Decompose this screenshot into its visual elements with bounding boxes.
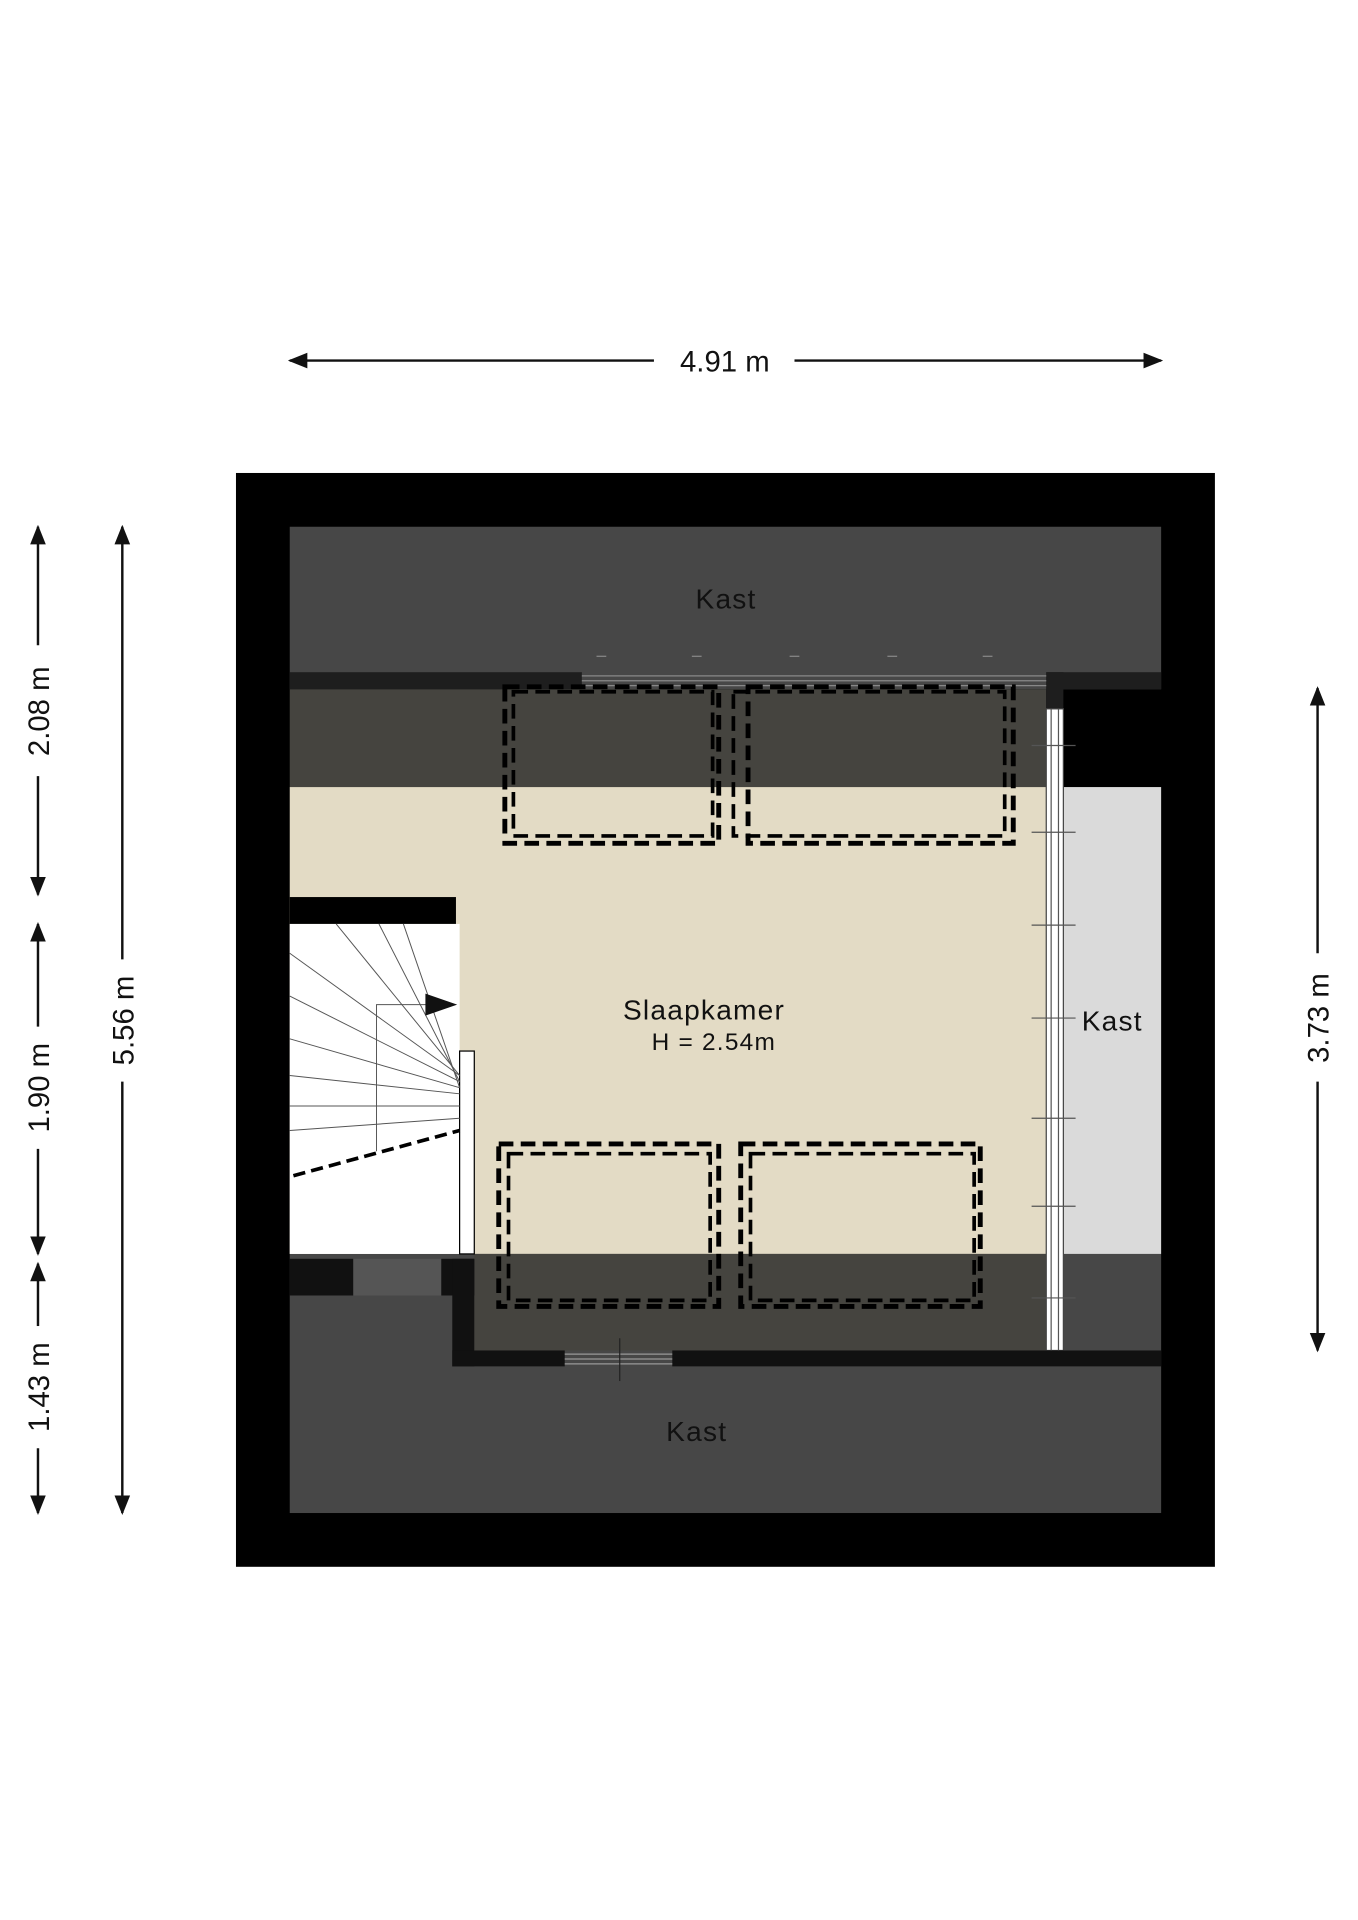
skylight-3 bbox=[496, 1141, 722, 1309]
top-inner-wall-right bbox=[1046, 672, 1162, 690]
room-label-kast-bottom: Kast bbox=[666, 1416, 727, 1447]
kast-right-light bbox=[1063, 787, 1162, 1254]
stair-door[interactable] bbox=[353, 1258, 442, 1296]
room-label-kast-top: Kast bbox=[695, 584, 756, 615]
sliding-door-bottom[interactable] bbox=[564, 1338, 673, 1382]
kast-top-area bbox=[289, 526, 1162, 690]
bottom-left-wall bbox=[289, 1258, 354, 1296]
dim-label-left-top: 2.08 m bbox=[23, 666, 56, 756]
room-label-slaapkamer: Slaapkamer bbox=[623, 994, 785, 1025]
room-label-kast-right: Kast bbox=[1082, 1005, 1143, 1036]
stair-direction-arrow-icon bbox=[425, 993, 458, 1016]
dim-label-left-middle: 1.90 m bbox=[23, 1043, 56, 1133]
bottom-wall-right bbox=[672, 1350, 1162, 1367]
bottom-wall-left bbox=[452, 1350, 565, 1367]
skylight-1 bbox=[502, 684, 722, 846]
dim-label-right: 3.73 m bbox=[1303, 973, 1336, 1063]
wall-corner bbox=[1046, 672, 1064, 709]
dim-label-width: 4.91 m bbox=[680, 346, 770, 379]
room-height-label: H = 2.54m bbox=[652, 1029, 776, 1056]
staircase[interactable] bbox=[289, 923, 475, 1255]
dim-label-left-bottom: 1.43 m bbox=[23, 1342, 56, 1432]
stair-wall bbox=[289, 897, 456, 924]
dim-label-height: 5.56 m bbox=[107, 976, 140, 1066]
slope-top bbox=[289, 689, 1047, 788]
skylight-2 bbox=[745, 684, 1016, 846]
skylights bbox=[496, 684, 1016, 1309]
bottom-vertical-wall bbox=[452, 1258, 475, 1367]
skylight-4 bbox=[738, 1141, 983, 1309]
